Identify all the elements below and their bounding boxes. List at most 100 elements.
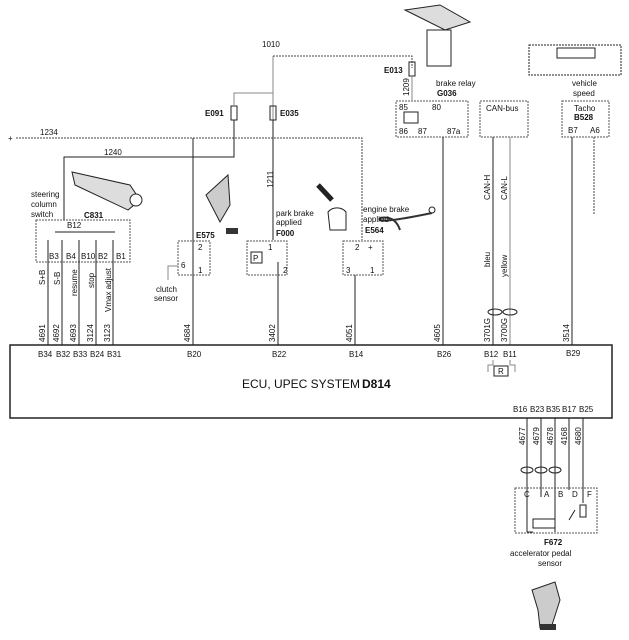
wire-label: 4678 — [546, 427, 555, 445]
shield-marker — [534, 466, 548, 474]
wire-label: 3514 — [562, 324, 571, 342]
ecu-pin: B35 — [546, 405, 561, 414]
relay-pin: 86 — [399, 127, 408, 136]
clutch-pin: 1 — [198, 266, 203, 275]
pedal-wires — [526, 418, 584, 532]
engine-brake-label: applied — [363, 215, 389, 224]
steering-pin: B4 — [66, 252, 76, 261]
wire-label: 4051 — [345, 324, 354, 342]
pedal-pins: C A B D F — [524, 490, 592, 499]
steering-signals: S+B S-B resume stop Vmax adjust — [38, 267, 113, 312]
brake-relay-box — [395, 100, 469, 138]
wire-label: 3700G — [500, 318, 509, 342]
ecu-pin: B12 — [484, 350, 499, 359]
ecu-top-pins: B34 B32 B33 B24 B31 B20 B22 B14 B26 B12 … — [38, 349, 581, 359]
ecu-pin: B25 — [579, 405, 594, 414]
clutch-code: E575 — [196, 231, 215, 240]
tacho-pin: B7 — [568, 126, 578, 135]
ecu-box — [9, 344, 613, 419]
pedal-internal — [527, 509, 576, 533]
pedal-label: accelerator pedal — [510, 549, 572, 558]
brake-pedal-image — [403, 4, 472, 67]
can-l-label: CAN-L — [500, 175, 509, 200]
wire-label-1240: 1240 — [104, 148, 122, 157]
wire-label-1234: 1234 — [40, 128, 58, 137]
shield-marker — [520, 466, 534, 474]
clutch-pedal-image — [205, 173, 238, 234]
wire-label: 4679 — [532, 427, 541, 445]
engine-brake-label: engine brake — [363, 205, 410, 214]
ecu-pin: B14 — [349, 350, 364, 359]
canbus-box — [479, 100, 529, 138]
ecu-pin: B22 — [272, 350, 287, 359]
steering-code: C831 — [84, 211, 104, 220]
plus-terminal: + — [8, 134, 13, 143]
engine-brake-lever-image — [316, 183, 347, 231]
pedal-sensor-box — [514, 487, 598, 534]
wire-label-1211: 1211 — [266, 170, 275, 188]
fuse-e091-label: E091 — [205, 109, 224, 118]
wire-e091-feed — [233, 92, 273, 105]
ecu-title: ECU, UPEC SYSTEM — [242, 377, 360, 391]
ecu-wire-numbers: 4691 4692 4693 3124 3123 4684 3402 4051 … — [38, 318, 571, 342]
engine-brake-pin: 3 — [346, 266, 351, 275]
can-h-color: bleu — [483, 252, 492, 267]
park-pin: 2 — [283, 266, 288, 275]
fuse-e091 — [230, 105, 238, 121]
clutch-switch-box — [177, 240, 211, 276]
ecu-pin: B23 — [530, 405, 545, 414]
shield-marker — [548, 466, 562, 474]
ecu-pin: B16 — [513, 405, 528, 414]
wire-label: 4168 — [560, 427, 569, 445]
wire-label: 4677 — [518, 427, 527, 445]
tacho-code: B528 — [574, 113, 594, 122]
engine-brake-pin: 1 — [370, 266, 375, 275]
relay-pin: 85 — [399, 103, 408, 112]
steering-pin-b12: B12 — [67, 221, 82, 230]
pedal-potentiometer — [532, 518, 556, 529]
steering-label-1: steering — [31, 190, 59, 199]
relay-code: G036 — [437, 89, 457, 98]
pedal-pin: A — [544, 490, 550, 499]
steering-label-2: column — [31, 200, 57, 209]
wire-label-1010: 1010 — [262, 40, 280, 49]
clutch-pin: 2 — [198, 243, 203, 252]
can-l-color: yellow — [500, 255, 509, 277]
relay-coil — [403, 111, 419, 124]
clutch-sensor-wire — [167, 265, 178, 280]
ecu-pin: B24 — [90, 350, 105, 359]
ecu-bottom-pins: B16 B23 B35 B17 B25 — [513, 405, 594, 414]
steering-label-3: switch — [31, 210, 53, 219]
steering-pin: B3 — [49, 252, 59, 261]
ecu-pin: B26 — [437, 350, 452, 359]
park-switch-box — [246, 240, 288, 276]
steering-switch-box — [35, 219, 131, 263]
ecu-resistor-label: R — [498, 367, 504, 376]
wire-label: 4691 — [38, 324, 47, 342]
clutch-label: sensor — [154, 294, 178, 303]
wire-label: 4680 — [574, 427, 583, 445]
signal-label: resume — [70, 269, 79, 296]
engine-brake-switch-box — [342, 240, 384, 276]
wire-1010-relay — [273, 55, 413, 68]
can-h-label: CAN-H — [483, 174, 492, 200]
park-symbol: P — [253, 254, 258, 263]
accelerator-pedal-image — [531, 581, 561, 630]
pedal-pin: C — [524, 490, 530, 499]
relay-pin: 87 — [418, 127, 427, 136]
pedal-resistor — [579, 504, 587, 518]
wire-label: 3701G — [483, 318, 492, 342]
park-label: applied — [276, 218, 302, 227]
steering-pins: B3 B4 B10 B2 B1 — [49, 252, 126, 261]
wire-label: 3123 — [103, 324, 112, 342]
steering-pin: B10 — [81, 252, 96, 261]
tacho-name: Tacho — [574, 104, 596, 113]
ecu-pin: B34 — [38, 350, 53, 359]
relay-pin: 80 — [432, 103, 441, 112]
pedal-code: F672 — [544, 538, 563, 547]
tachograph-image — [528, 44, 622, 76]
park-pin: 1 — [268, 243, 273, 252]
ecu-pin: B31 — [107, 350, 122, 359]
tacho-label: speed — [573, 89, 595, 98]
signal-label: Vmax adjust — [104, 267, 113, 312]
